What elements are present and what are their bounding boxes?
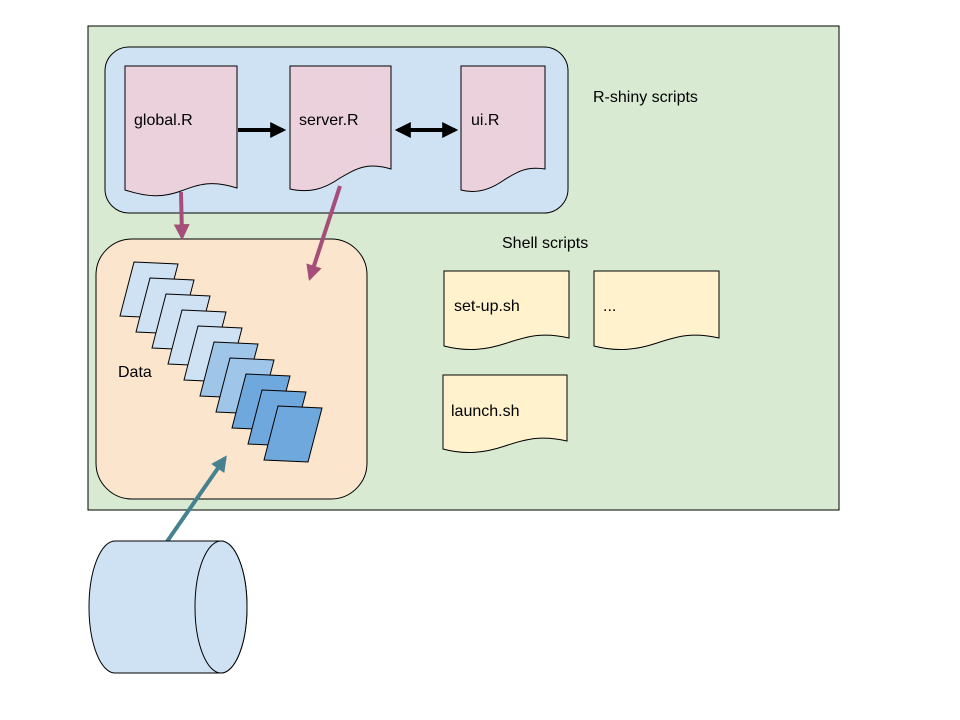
ellipsis-label: ...	[603, 298, 616, 315]
ui-r-label: ui.R	[471, 112, 499, 129]
data-label: Data	[118, 364, 152, 381]
arrow-database-to-data	[164, 455, 227, 545]
ellipsis-document	[593, 270, 720, 351]
global-r-label: global.R	[134, 112, 193, 129]
launch-sh-document	[442, 374, 568, 454]
launch-sh-label: launch.sh	[451, 403, 520, 420]
database-cylinder	[88, 540, 248, 674]
database-cylinder-end	[194, 540, 248, 674]
server-r-document	[289, 65, 392, 192]
global-r-document	[124, 65, 238, 197]
arrow-global-to-data	[173, 191, 190, 241]
rshiny-scripts-label: R-shiny scripts	[593, 89, 698, 106]
arrow-server-to-data	[306, 185, 342, 282]
server-r-label: server.R	[299, 112, 359, 129]
setup-sh-document	[443, 270, 570, 351]
ui-r-document	[460, 65, 546, 193]
setup-sh-label: set-up.sh	[454, 298, 520, 315]
shell-scripts-label: Shell scripts	[502, 235, 588, 252]
data-page-stack	[119, 261, 323, 463]
data-page	[263, 405, 323, 463]
